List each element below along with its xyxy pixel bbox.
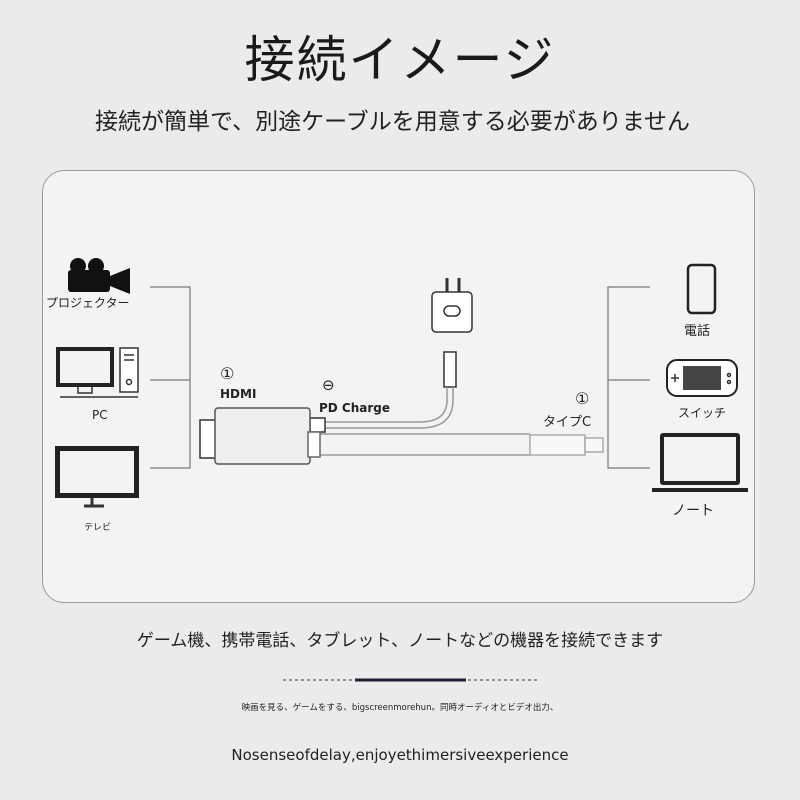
page-title: 接続イメージ bbox=[244, 31, 556, 89]
left-bracket bbox=[150, 286, 191, 469]
typec-number: ① bbox=[575, 389, 590, 408]
device-label-laptop: ノート bbox=[672, 503, 714, 519]
device-label-switch: スイッチ bbox=[678, 406, 727, 420]
device-label-projector: プロジェクター bbox=[46, 296, 130, 310]
smartphone-icon bbox=[686, 263, 717, 315]
hdmi-label: HDMI bbox=[220, 387, 257, 401]
typec-label: タイプC bbox=[543, 415, 592, 430]
charger-icon bbox=[431, 278, 473, 333]
subtitle: 接続が簡単で、別途ケーブルを用意する必要がありません bbox=[95, 109, 691, 135]
connection-panel bbox=[42, 170, 755, 603]
laptop-icon bbox=[652, 433, 748, 492]
device-label-tv: テレビ bbox=[84, 523, 112, 533]
cable-pd bbox=[309, 351, 457, 433]
hdmi-adapter bbox=[199, 407, 321, 465]
tv-icon bbox=[55, 446, 139, 508]
pd-label: PD Charge bbox=[319, 401, 391, 415]
video-camera-icon bbox=[68, 258, 130, 294]
english-tagline: Nosenseofdelay,enjoyethimersiveexperienc… bbox=[231, 746, 569, 764]
desktop-pc-icon bbox=[56, 347, 139, 398]
game-console-icon bbox=[666, 359, 738, 397]
cable-typec bbox=[320, 433, 604, 456]
device-label-pc: PC bbox=[92, 408, 108, 422]
caption: ゲーム機、携帯電話、タブレット、ノートなどの機器を接続できます bbox=[136, 631, 664, 651]
pd-number: ⊖ bbox=[322, 376, 335, 394]
small-description: 映画を見る、ゲームをする、bigscreenmorehun。同時オーディオとビデ… bbox=[241, 703, 559, 713]
device-label-phone: 電話 bbox=[684, 324, 711, 339]
right-bracket bbox=[607, 286, 650, 469]
hdmi-number: ① bbox=[220, 364, 235, 383]
